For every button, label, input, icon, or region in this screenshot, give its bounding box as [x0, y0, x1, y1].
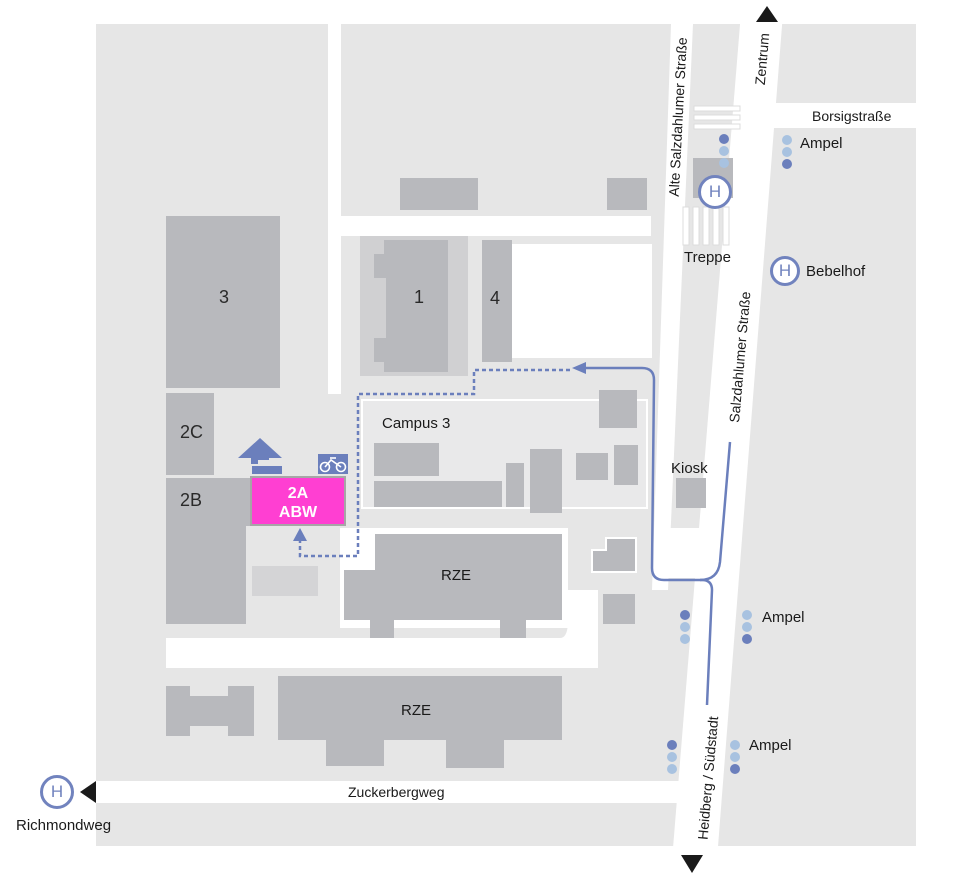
target-building-name: ABW [278, 504, 318, 521]
route-from-zentrum [699, 441, 732, 582]
building-north-2 [607, 178, 647, 210]
kiosk-building [676, 478, 706, 508]
traffic-light-icon [741, 608, 753, 646]
traffic-light-icon [679, 608, 691, 646]
arrow-richmondweg-icon [80, 781, 96, 803]
building-2b-label: 2B [180, 490, 203, 510]
building-1 [374, 240, 448, 372]
zebra-crossing-top [693, 105, 741, 130]
zuckerbergweg-label: Zuckerbergweg [348, 784, 445, 800]
salzdahlumer-strasse-road [670, 0, 784, 885]
campus-path-vertical [328, 24, 341, 394]
building-rze-upper-label: RZE [441, 567, 471, 584]
ampel-label-top: Ampel [800, 135, 843, 152]
building-south-small [252, 566, 318, 596]
building-west-lower [166, 686, 254, 736]
courtyard [512, 244, 652, 358]
bus-stop-icon-richmondweg[interactable]: H [40, 775, 74, 809]
campus-3-building-4 [530, 449, 562, 513]
building-north-1 [400, 178, 478, 210]
treppe-label: Treppe [684, 249, 731, 266]
arrow-to-2a-icon [293, 528, 307, 541]
building-east-small-2 [603, 594, 635, 624]
campus-3-label: Campus 3 [382, 415, 451, 432]
building-1-label: 1 [414, 287, 425, 307]
campus-3-building-6 [614, 445, 638, 485]
alte-salzdahlumer-strasse-road [652, 24, 693, 590]
zuckerbergweg-road [84, 781, 690, 803]
building-2c [166, 393, 214, 475]
traffic-light-icon [729, 738, 741, 776]
arrow-zentrum-icon [756, 6, 778, 22]
direction-arrow-icon [572, 362, 586, 374]
bicycle-parking-icon [318, 454, 348, 474]
bus-stop-icon-treppe[interactable]: H [698, 175, 732, 209]
borsigstrasse-label: Borsigstraße [812, 108, 892, 124]
borsigstrasse-road [770, 103, 916, 128]
traffic-light-icon [781, 133, 793, 171]
campus-3-building-5 [576, 453, 608, 480]
building-rze-upper [344, 534, 562, 638]
building-4-label: 4 [490, 288, 501, 308]
building-3 [166, 216, 280, 388]
target-building-2a-abw[interactable]: 2A ABW [250, 476, 346, 526]
building-rze-lower [278, 676, 562, 768]
bebelhof-label: Bebelhof [806, 263, 866, 280]
building-2c-label: 2C [180, 422, 204, 442]
walking-route [298, 368, 570, 558]
building-2a-wing [214, 478, 250, 526]
ampel-label-mid: Ampel [762, 609, 805, 626]
traffic-light-icon [718, 132, 730, 170]
kiosk-label: Kiosk [671, 460, 708, 477]
ampel-label-low: Ampel [749, 737, 792, 754]
route-from-heidberg [585, 366, 714, 706]
building-3-label: 3 [219, 287, 230, 307]
building-rze-lower-label: RZE [401, 702, 431, 719]
building-4 [482, 240, 512, 362]
entrance-arrow-icon [238, 438, 282, 474]
loop-area [668, 528, 720, 578]
campus-path-curve [520, 590, 598, 668]
campus-3-building-2 [374, 481, 502, 507]
richmondweg-label: Richmondweg [16, 817, 112, 834]
campus-path-horizontal [341, 216, 651, 236]
building-east-small-1 [591, 537, 637, 573]
campus-3-building-3 [506, 463, 524, 507]
target-building-number: 2A [287, 485, 309, 502]
traffic-light-icon [666, 738, 678, 776]
bus-stop-icon-bebelhof[interactable]: H [770, 256, 800, 286]
arrow-heidberg-icon [681, 855, 703, 873]
campus-3-building-1 [374, 443, 439, 476]
campus-3-building-7 [599, 390, 637, 428]
